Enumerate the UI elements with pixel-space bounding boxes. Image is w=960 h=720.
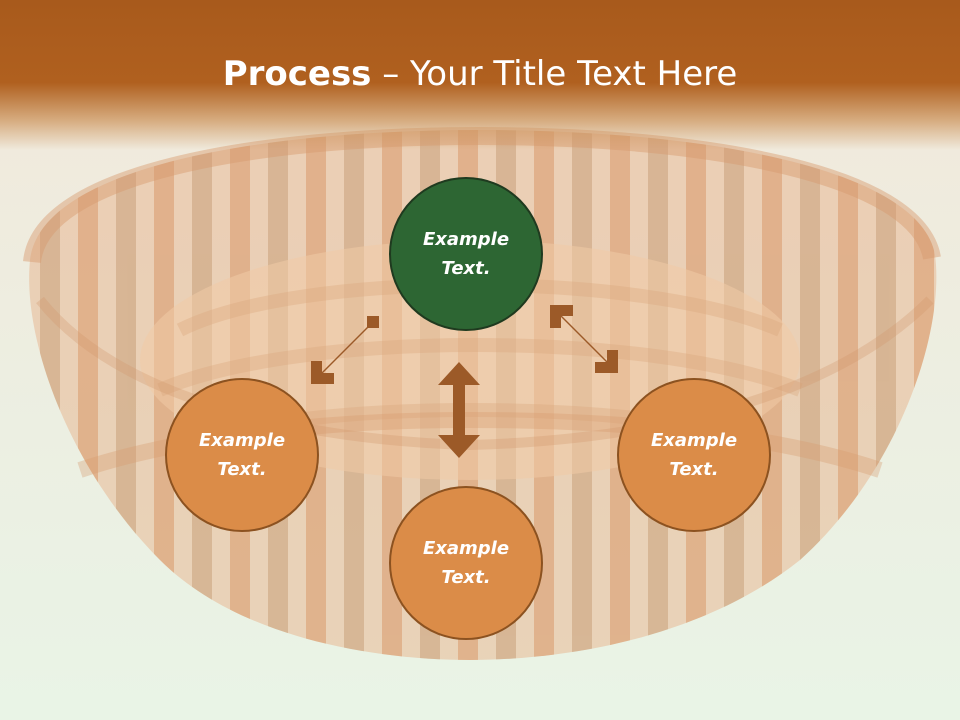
node-top-line2: Text. [441,258,491,279]
arrow-top-right [550,305,618,373]
process-node-top[interactable]: Example Text. [389,177,543,331]
arrow-vertical [438,362,480,458]
node-bottom-line1: Example [422,538,510,559]
process-node-bottom[interactable]: Example Text. [389,486,543,640]
node-top-line1: Example [422,229,510,250]
basket-slat [800,130,820,660]
node-bottom-line2: Text. [441,567,491,588]
node-right-line1: Example [650,430,738,451]
node-right-line2: Text. [669,459,719,480]
process-node-right[interactable]: Example Text. [617,378,771,532]
process-node-left[interactable]: Example Text. [165,378,319,532]
title-bold-part: Process [222,54,372,94]
node-left-line2: Text. [217,459,267,480]
arrow-top-left [311,316,382,384]
title-rest-part: – Your Title Text Here [371,54,738,94]
node-left-line1: Example [198,430,286,451]
title-bar [0,0,960,150]
slide-title: Process – Your Title Text Here [0,52,960,96]
